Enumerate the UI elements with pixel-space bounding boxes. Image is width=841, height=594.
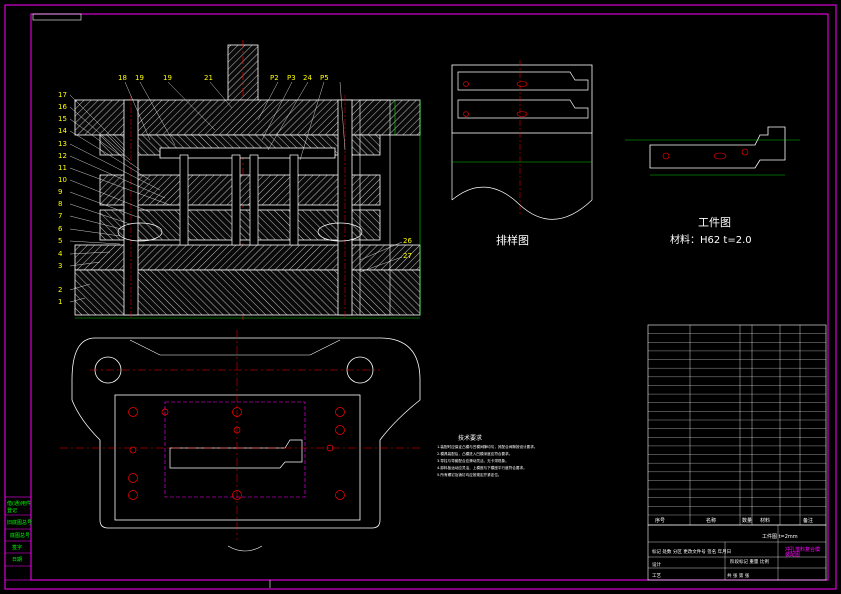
punch-4 — [289, 154, 299, 246]
strip-part-2 — [457, 99, 589, 119]
part-callouts-top: 18 19 19 21 P2 P3 24 P5 — [118, 74, 329, 82]
strip-slot-1 — [516, 81, 528, 87]
section-view — [74, 40, 421, 320]
punch-2 — [231, 154, 241, 246]
plan-top-notch — [129, 339, 341, 356]
side-block — [359, 99, 391, 316]
header-no: 序号 — [655, 517, 665, 524]
spring-right — [317, 222, 363, 242]
stamp-5: 签字 — [12, 544, 22, 551]
header-material: 材料 — [760, 517, 770, 524]
backing-plate — [159, 147, 336, 159]
workpiece-hole-2 — [741, 148, 749, 156]
stamp-4: 底图总号 — [10, 532, 30, 539]
workpiece-hole-1 — [662, 152, 670, 160]
callout-19b: 19 — [163, 74, 172, 82]
note-5: 5.所有螺钉及销钉均应按规定拧紧定位。 — [437, 472, 502, 477]
workpiece-drawing: 工件图 材料：H62 t=2.0 — [625, 126, 800, 246]
callout-7: 7 — [58, 212, 62, 220]
header-qty: 数量 — [742, 517, 752, 524]
callout-1: 1 — [58, 298, 62, 306]
parts-list: 序号 名称 数量 材料 备注 — [647, 324, 827, 526]
title-drawing-name: 冲孔落料复合模 — [785, 546, 820, 553]
title-block: 工件图 t=2mm 冲孔落料复合模 装配图 标记 处数 分区 更改文件号 签名 … — [647, 524, 827, 581]
stamp-1: 借(通)用件 — [7, 500, 31, 507]
part-callouts-right: 26 27 — [403, 237, 412, 260]
callout-19: 19 — [135, 74, 144, 82]
workpiece-title: 工件图 — [698, 216, 731, 229]
part-callouts-left: 17 16 15 14 13 12 11 10 9 8 7 6 5 4 3 2 … — [58, 91, 67, 306]
note-4: 4.卸料板运动应灵活，上模座与下模座平行度符合要求。 — [437, 465, 527, 470]
callout-2: 2 — [58, 286, 62, 294]
stripper-outline — [164, 401, 306, 498]
callout-18: 18 — [118, 74, 127, 82]
spring-left — [117, 222, 163, 242]
drawing-number-box — [32, 13, 82, 21]
callout-17: 17 — [58, 91, 67, 99]
callout-26: 26 — [403, 237, 412, 245]
callout-3: 3 — [58, 262, 62, 270]
title-part-name: 工件图 t=2mm — [762, 533, 798, 540]
strip-hole-2 — [463, 111, 469, 117]
callout-27: 27 — [403, 252, 412, 260]
strip-outline — [451, 64, 593, 134]
title-design: 设计 — [652, 561, 661, 568]
callout-6: 6 — [58, 225, 63, 233]
workpiece-material: 材料：H62 t=2.0 — [670, 233, 752, 246]
plan-view — [60, 330, 421, 552]
callout-24: 24 — [303, 74, 312, 82]
header-name: 名称 — [706, 517, 716, 524]
outer-border — [4, 4, 837, 590]
technical-notes: 技术要求 1.装配时应保证凸模与凹模间隙均匀，其配合间隙按设计要求。 2.模具装… — [437, 434, 537, 477]
header-remark: 备注 — [803, 517, 813, 524]
title-scale-row: 阶段标记 重量 比例 — [730, 558, 769, 565]
strip-hole-1 — [463, 81, 469, 87]
screw-holes — [128, 407, 345, 500]
callout-15: 15 — [58, 115, 67, 123]
workpiece-slot — [713, 152, 727, 160]
stamp-3: 旧底图总号 — [7, 519, 32, 526]
note-3: 3.导柱与导套配合应滑动灵活，无卡滞现象。 — [437, 458, 509, 463]
callout-p5: P5 — [320, 74, 329, 82]
title-revision-row: 标记 处数 分区 更改文件号 签名 年月日 — [652, 548, 731, 555]
strip-slot-2 — [516, 111, 528, 117]
die-plate-outline — [114, 394, 361, 521]
callout-p2: P2 — [270, 74, 279, 82]
inner-border — [30, 13, 829, 581]
note-2: 2.模具装配后，凸模进入凹模深度应符合要求。 — [437, 451, 512, 456]
callout-5: 5 — [58, 237, 62, 245]
callout-8: 8 — [58, 200, 62, 208]
punch-3 — [249, 154, 259, 246]
callout-9: 9 — [58, 188, 62, 196]
leader-lines — [69, 81, 403, 303]
strip-layout-title: 排样图 — [496, 233, 529, 247]
punch-1 — [179, 154, 189, 246]
callout-11: 11 — [58, 164, 67, 172]
stamp-2: 登记 — [7, 507, 17, 514]
callout-p3: P3 — [287, 74, 296, 82]
callout-4: 4 — [58, 250, 63, 258]
callout-13: 13 — [58, 140, 67, 148]
die-cavity — [169, 439, 303, 469]
stamp-6: 日期 — [12, 557, 22, 563]
callout-12: 12 — [58, 152, 67, 160]
callout-14: 14 — [58, 127, 67, 135]
note-1: 1.装配时应保证凸模与凹模间隙均匀，其配合间隙按设计要求。 — [437, 444, 537, 449]
strip-part-1 — [457, 71, 589, 91]
left-margin-stamps: 借(通)用件 登记 旧底图总号 底图总号 签字 日期 — [4, 496, 32, 581]
notes-title: 技术要求 — [458, 434, 482, 442]
callout-21: 21 — [204, 74, 213, 82]
strip-layout: 排样图 — [451, 60, 593, 247]
lower-plate-outline — [71, 337, 421, 529]
title-drawing-name-2: 装配图 — [785, 551, 800, 558]
title-process: 工艺 — [652, 573, 661, 579]
callout-10: 10 — [58, 176, 67, 184]
callout-16: 16 — [58, 103, 67, 111]
workpiece-outline — [649, 126, 786, 169]
plan-bottom-arc — [227, 545, 263, 552]
strip-break-line — [451, 186, 593, 220]
title-sheet-info: 共 张 第 张 — [727, 572, 750, 579]
